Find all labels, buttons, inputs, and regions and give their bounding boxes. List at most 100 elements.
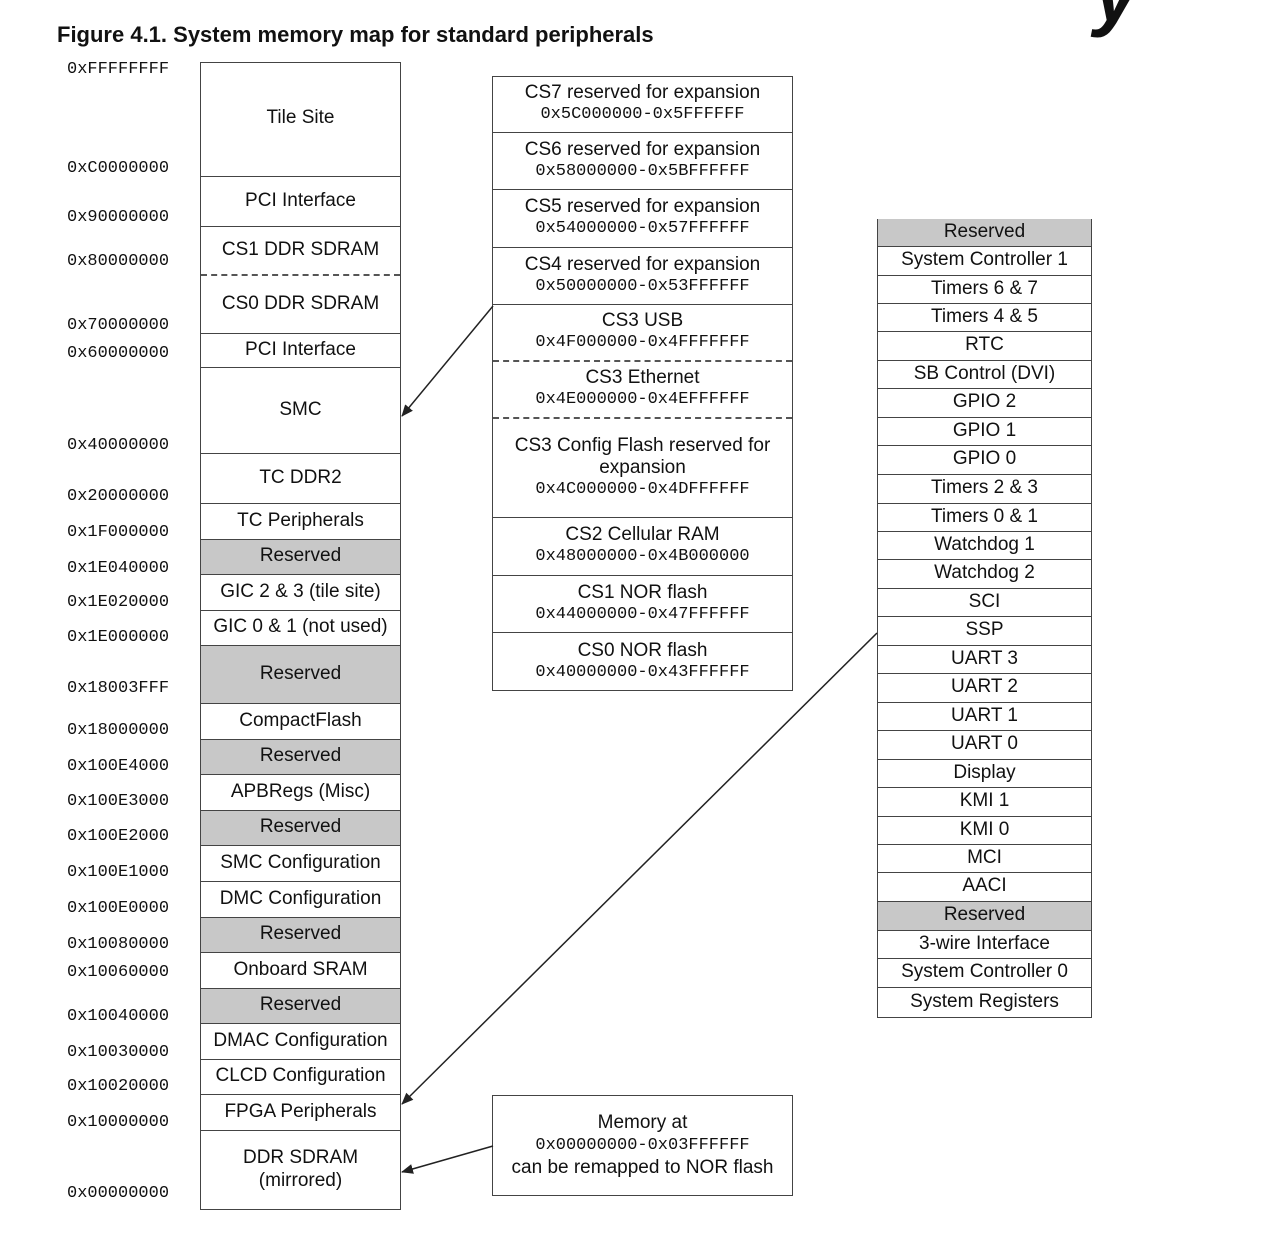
region-label: UART 1: [951, 704, 1018, 726]
memory-map-region: Tile Site: [201, 62, 400, 177]
memory-map-region: GIC 0 & 1 (not used): [201, 611, 400, 646]
memory-map-region: SMC: [201, 368, 400, 454]
smc-expansion-arrow: [401, 305, 494, 417]
region-range: 0x4E000000-0x4EFFFFFF: [535, 390, 750, 410]
region-label: Reserved: [943, 220, 1026, 242]
fpga-region: UART 2: [878, 674, 1091, 703]
address-label: 0x70000000: [67, 316, 170, 335]
region-label: Reserved: [259, 745, 342, 767]
corner-mark: y: [1094, 0, 1139, 40]
remap-note-box: Memory at 0x00000000-0x03FFFFFF can be r…: [492, 1095, 793, 1196]
region-label: GIC 2 & 3 (tile site): [220, 580, 381, 602]
fpga-region: GPIO 0: [878, 446, 1091, 475]
memory-map-region: FPGA Peripherals: [201, 1095, 400, 1131]
address-label: 0x18003FFF: [67, 679, 170, 698]
fpga-region: 3-wire Interface: [878, 931, 1091, 959]
fpga-peripherals-arrow: [401, 632, 878, 1105]
address-label: 0x18000000: [67, 721, 170, 740]
fpga-region: UART 0: [878, 731, 1091, 760]
region-range: 0x4F000000-0x4FFFFFFF: [535, 333, 750, 353]
memory-map-region: PCI Interface: [201, 334, 400, 368]
region-label: 3-wire Interface: [919, 932, 1050, 954]
region-label: APBRegs (Misc): [230, 780, 371, 802]
address-label: 0x1E000000: [67, 628, 170, 647]
address-label: 0x100E4000: [67, 757, 170, 776]
address-label: 0x1E020000: [67, 593, 170, 612]
fpga-region: MCI: [878, 845, 1091, 873]
memory-map-region: CS0 DDR SDRAM: [201, 276, 400, 334]
fpga-region: AACI: [878, 873, 1091, 902]
region-label: SCI: [968, 590, 1001, 612]
fpga-region: UART 1: [878, 703, 1091, 731]
address-label: 0x00000000: [67, 1184, 170, 1203]
region-label: Onboard SRAM: [233, 958, 368, 980]
region-label: SB Control (DVI): [913, 362, 1056, 384]
memory-map-region: Onboard SRAM: [201, 953, 400, 989]
region-label: KMI 1: [959, 790, 1010, 812]
region-label: RTC: [965, 334, 1004, 356]
address-label: 0x90000000: [67, 208, 170, 227]
memory-map-region: GIC 2 & 3 (tile site): [201, 575, 400, 611]
region-label: PCI Interface: [245, 189, 356, 211]
region-label: Timers 0 & 1: [931, 505, 1038, 527]
memory-map-region: CLCD Configuration: [201, 1060, 400, 1095]
fpga-region: KMI 0: [878, 817, 1091, 845]
region-label: Display: [953, 761, 1016, 783]
region-label: Watchdog 1: [934, 533, 1035, 555]
fpga-region: RTC: [878, 332, 1091, 361]
fpga-region: Timers 0 & 1: [878, 504, 1091, 532]
region-label: TC Peripherals: [237, 509, 364, 531]
region-label: DMAC Configuration: [213, 1029, 388, 1051]
figure-title: Figure 4.1. System memory map for standa…: [57, 22, 654, 47]
region-label: CS3 USB: [601, 310, 684, 332]
region-label: Reserved: [259, 545, 342, 567]
region-label: Reserved: [259, 816, 342, 838]
fpga-region: Timers 2 & 3: [878, 475, 1091, 504]
region-label: CLCD Configuration: [215, 1065, 386, 1087]
region-label: CS4 reserved for expansion: [524, 253, 761, 275]
memory-map-region: Reserved: [201, 810, 400, 846]
region-label: CompactFlash: [239, 709, 362, 731]
memory-map-region: Reserved: [201, 739, 400, 775]
memory-map-region: PCI Interface: [201, 177, 400, 227]
region-label: System Controller 0: [901, 961, 1068, 983]
address-label: 0x20000000: [67, 487, 170, 506]
remap-note-line3: can be remapped to NOR flash: [511, 1157, 774, 1179]
address-label: 0x10040000: [67, 1007, 170, 1026]
memory-map-region: TC Peripherals: [201, 504, 400, 540]
address-label: 0x10080000: [67, 935, 170, 954]
region-label: SSP: [965, 619, 1004, 641]
memory-map-region: Reserved: [201, 917, 400, 953]
address-label: 0x10030000: [67, 1043, 170, 1062]
region-label: MCI: [967, 846, 1002, 868]
region-label: PCI Interface: [245, 338, 356, 360]
region-label: KMI 0: [959, 818, 1010, 840]
fpga-region: Watchdog 1: [878, 532, 1091, 560]
fpga-region: Watchdog 2: [878, 560, 1091, 589]
region-label: SMC Configuration: [220, 851, 381, 873]
region-label: System Controller 1: [901, 249, 1068, 271]
region-label: DMC Configuration: [219, 887, 382, 909]
region-label: UART 3: [951, 647, 1018, 669]
region-label: CS0 NOR flash: [577, 639, 708, 661]
region-label: CS7 reserved for expansion: [524, 81, 761, 103]
address-label: 0x10000000: [67, 1113, 170, 1132]
memory-map-region: Reserved: [201, 539, 400, 575]
region-label: CS1 NOR flash: [577, 581, 708, 603]
fpga-region: UART 3: [878, 646, 1091, 674]
region-label: Reserved: [943, 904, 1026, 926]
address-label: 0x40000000: [67, 436, 170, 455]
region-label: Timers 2 & 3: [931, 477, 1038, 499]
region-label: CS3 Ethernet: [585, 367, 700, 389]
region-label: UART 2: [951, 676, 1018, 698]
region-range: 0x54000000-0x57FFFFFF: [535, 219, 750, 239]
fpga-region: Display: [878, 760, 1091, 788]
region-label: CS6 reserved for expansion: [524, 138, 761, 160]
fpga-region: GPIO 2: [878, 389, 1091, 418]
